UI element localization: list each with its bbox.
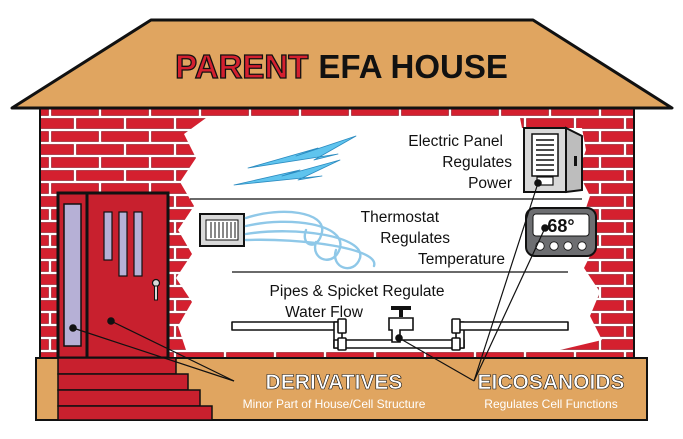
derivatives-pointers <box>72 320 235 382</box>
thermostat-icon: 68° <box>525 207 597 257</box>
pipes-line-2: Water Flow <box>285 304 364 321</box>
thermostat-label: Thermostat Regulates Temperature <box>361 209 505 268</box>
pointer-dots <box>69 179 549 342</box>
pipes-label: Pipes & Spicket Regulate Water Flow <box>270 283 445 321</box>
airflow-swirl <box>244 210 376 270</box>
title-prefix: PARENT <box>175 48 308 85</box>
electric-panel-label: Electric Panel Regulates Power <box>408 133 512 192</box>
thermostat-display: 68° <box>547 216 574 236</box>
front-steps <box>57 357 213 421</box>
thermostat-line-1: Thermostat <box>361 209 440 226</box>
air-vent-icon <box>199 213 245 247</box>
electric-panel-line-2: Regulates <box>442 154 512 171</box>
pipes-line-1: Pipes & Spicket Regulate <box>270 283 445 300</box>
front-door <box>56 191 170 360</box>
eicosanoids-heading: EICOSANOIDS <box>477 371 624 394</box>
lightning-bolt-icon <box>233 135 357 186</box>
electric-panel-line-1: Electric Panel <box>408 133 503 150</box>
eicosanoids-pointers <box>398 182 546 382</box>
electric-panel-line-3: Power <box>468 175 512 192</box>
derivatives-heading: DERIVATIVES <box>266 371 403 394</box>
title-rest: EFA HOUSE <box>318 48 507 85</box>
spigot-icon <box>388 306 414 343</box>
eicosanoids-callout: EICOSANOIDS Regulates Cell Functions <box>477 371 625 411</box>
door-knob-icon <box>151 278 161 288</box>
derivatives-subtitle: Minor Part of House/Cell Structure <box>243 397 426 411</box>
thermostat-line-3: Temperature <box>418 251 505 268</box>
thermostat-line-2: Regulates <box>380 230 450 247</box>
house-title: PARENT EFA HOUSE <box>175 48 508 85</box>
electric-panel-icon <box>523 126 583 194</box>
roof <box>10 18 674 110</box>
eicosanoids-subtitle: Regulates Cell Functions <box>484 397 617 411</box>
derivatives-callout: DERIVATIVES Minor Part of House/Cell Str… <box>243 371 426 411</box>
